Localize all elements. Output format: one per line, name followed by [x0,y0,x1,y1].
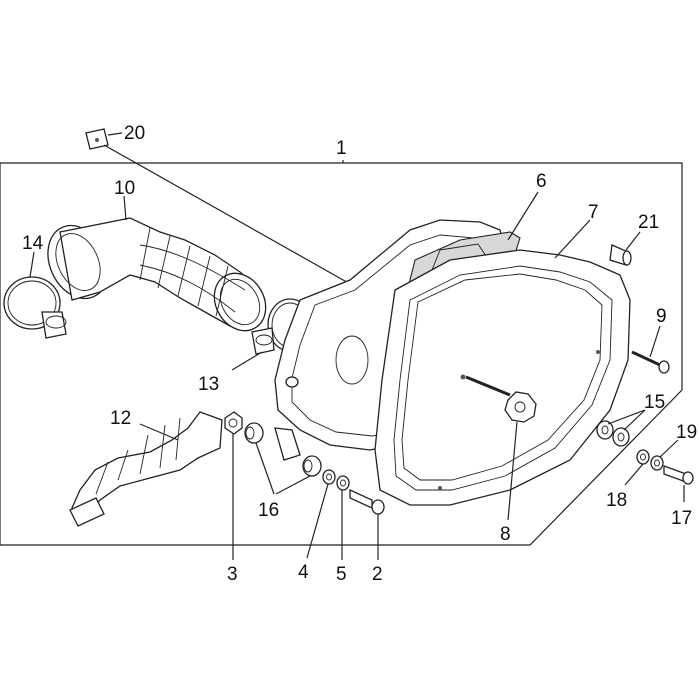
part-14-hose-clamp [3,251,67,339]
callout-21: 21 [638,212,659,233]
callout-9: 9 [656,306,667,327]
part-8-knob [465,375,537,521]
part-2-screw [349,488,385,560]
part-9-screw [631,325,670,374]
callout-labels: 1 2 3 4 5 6 7 8 9 10 12 13 14 15 16 17 1… [22,123,697,585]
callout-5: 5 [336,564,347,585]
part-17-screw [663,465,694,502]
part-18-washer [624,449,650,486]
callout-19: 19 [676,422,697,443]
part-20-clip [85,128,353,286]
part-4-washer [306,469,336,559]
callout-20: 20 [124,123,145,144]
callout-1: 1 [336,138,347,159]
callout-14: 14 [22,233,44,254]
callout-7: 7 [588,202,599,223]
callout-12: 12 [110,408,131,429]
part-12-drain-tube [69,411,223,527]
part-5-washer [336,475,350,560]
callout-18: 18 [606,490,627,511]
callout-15: 15 [644,392,665,413]
callout-8: 8 [500,524,511,545]
part-21-cap [609,231,641,266]
callout-3: 3 [227,564,238,585]
callout-10: 10 [114,178,135,199]
callout-6: 6 [536,171,547,192]
part-10-intake-tube [47,195,267,332]
part-15-grommets [596,409,646,447]
callout-16: 16 [258,500,279,521]
assembly-boundary [0,162,683,546]
callout-13: 13 [198,374,219,395]
part-16-grommets [244,422,322,495]
callout-4: 4 [298,562,309,583]
part-3-nut [224,411,243,560]
callout-17: 17 [671,508,692,529]
part-7-cover [374,219,631,506]
part-19-washer [650,439,679,471]
callout-2: 2 [372,564,383,585]
